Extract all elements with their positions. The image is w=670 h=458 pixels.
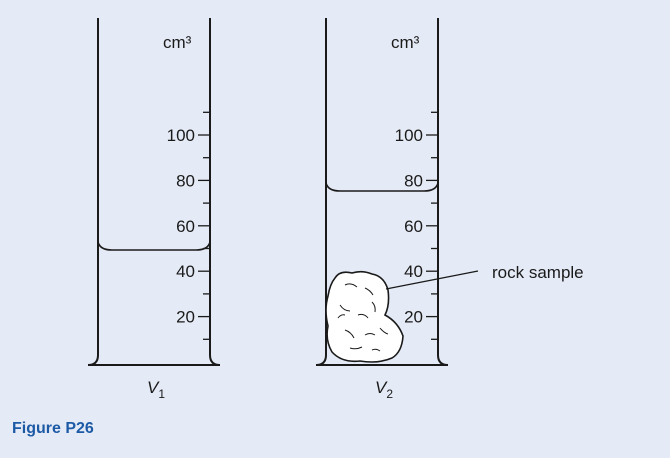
- cylinder-2-meniscus: [325, 182, 439, 192]
- cylinder-1: 100 80 60 40 20 cm³ V1: [87, 18, 221, 401]
- cylinder-2-scale-label-60: 60: [404, 217, 423, 236]
- cylinder-1-unit: cm³: [163, 33, 192, 52]
- rock-texture: [337, 283, 389, 352]
- cylinder-1-scale-label-40: 40: [176, 262, 195, 281]
- rock-sample-icon: [325, 270, 404, 363]
- cylinder-1-meniscus: [97, 241, 211, 251]
- cylinder-2-label: V2: [375, 378, 393, 401]
- cylinder-2-scale-label-40: 40: [404, 262, 423, 281]
- rock-sample-label: rock sample: [492, 263, 584, 282]
- cylinder-1-scale: 100 80 60 40 20: [167, 111, 210, 340]
- cylinder-1-scale-label-60: 60: [176, 217, 195, 236]
- figure-caption: Figure P26: [12, 420, 94, 437]
- cylinder-2-scale-label-80: 80: [404, 171, 423, 190]
- cylinder-1-scale-label-100: 100: [167, 126, 195, 145]
- cylinder-2: 100 80 60 40 20 cm³ V2: [315, 18, 449, 401]
- rock-sample-leader-line: [385, 270, 479, 290]
- cylinder-1-outline: [87, 18, 221, 366]
- cylinder-2-scale-label-100: 100: [395, 126, 423, 145]
- cylinder-1-label: V1: [147, 378, 165, 401]
- cylinder-2-unit: cm³: [391, 33, 420, 52]
- cylinder-1-scale-label-80: 80: [176, 171, 195, 190]
- cylinder-2-scale: 100 80 60 40 20: [395, 111, 438, 340]
- cylinder-1-scale-label-20: 20: [176, 308, 195, 327]
- cylinder-2-scale-label-20: 20: [404, 308, 423, 327]
- cylinder-2-outline: [315, 18, 449, 366]
